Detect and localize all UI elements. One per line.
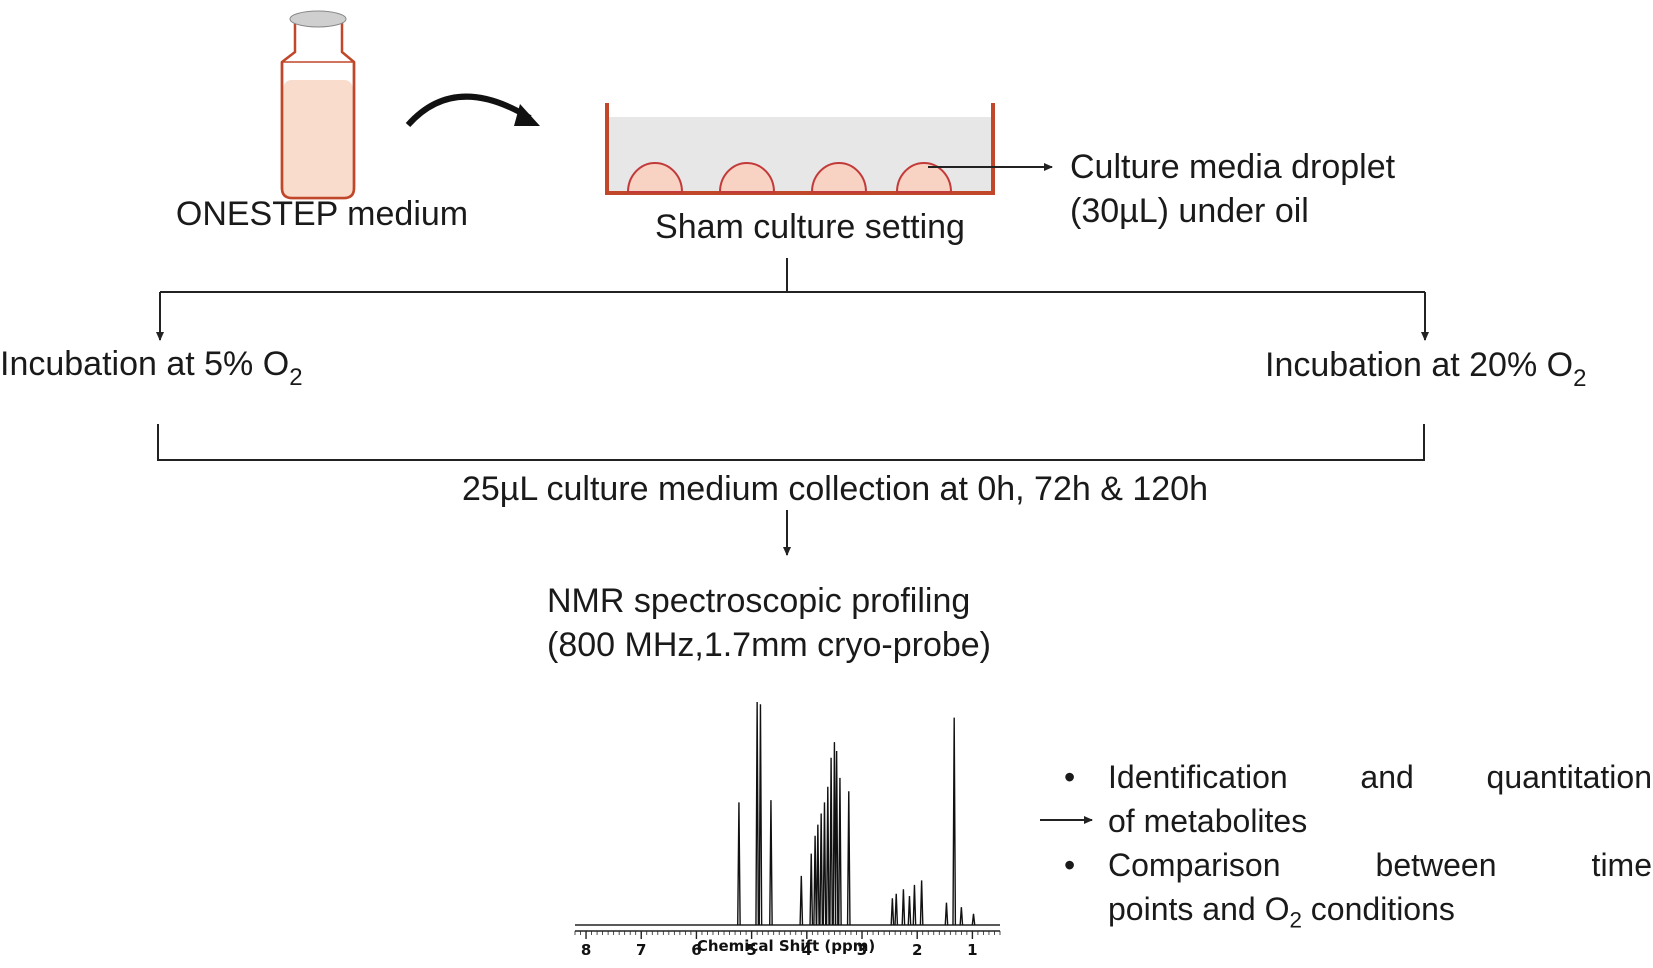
spectrum-xlabel: Chemical Shift (ppm) [697, 937, 875, 955]
spectrum-tick-label: 8 [581, 941, 591, 959]
spectrum-peak [907, 895, 912, 926]
spectrum-peak [834, 751, 839, 926]
incubation-20-label: Incubation at 20% O2 [1265, 346, 1586, 392]
spectrum-tick-label: 1 [967, 941, 977, 959]
spectrum-peak [769, 800, 773, 926]
spectrum-tick-label: 4 [802, 941, 812, 959]
merge-bracket [157, 424, 1425, 461]
nmr-label-line2: (800 MHz,1.7mm cryo-probe) [547, 626, 991, 664]
outcome-list: • Identification and quantitation of met… [1064, 755, 1652, 942]
spectrum-peak [829, 757, 834, 926]
nmr-spectrum: 8 7 6 5 4 3 2 1 Chemical Shift (ppm) [574, 701, 1001, 959]
spectrum-peak [815, 824, 820, 926]
spectrum-peak [912, 884, 917, 926]
spectrum-tick-label: 5 [746, 941, 756, 959]
outcome-item: • Comparison between time points and O2 … [1064, 843, 1652, 942]
spectrum-peak [758, 704, 763, 926]
spectrum-peak [809, 853, 814, 926]
spectrum-peak [813, 835, 817, 926]
spectrum-peak [819, 813, 824, 926]
spectrum-tick-label: 6 [691, 941, 701, 959]
bullet-icon: • [1064, 759, 1076, 795]
sham-label: Sham culture setting [655, 208, 965, 246]
spectrum-peak [822, 802, 827, 926]
spectrum-peak [952, 717, 957, 926]
spectrum-peak [799, 875, 804, 926]
spectrum-peak [846, 791, 851, 926]
spectrum-peak [894, 893, 899, 926]
spectrum-peak [838, 777, 842, 926]
droplet-label-line2: (30µL) under oil [1070, 192, 1309, 230]
spectrum-peak [825, 786, 830, 926]
nmr-label-line1: NMR spectroscopic profiling [547, 582, 970, 620]
outcome-item2-line1: Comparison between time [1108, 847, 1652, 883]
outcome-item1-line2: of metabolites [1108, 803, 1308, 839]
droplet-label-line1: Culture media droplet [1070, 148, 1396, 186]
spectrum-peak [971, 913, 976, 926]
spectrum-peak [737, 802, 741, 926]
spectrum-peak [959, 907, 964, 926]
bullet-icon: • [1064, 847, 1076, 883]
outcome-item1-line1: Identification and quantitation [1108, 759, 1652, 795]
spectrum-peak [901, 889, 906, 926]
medium-label: ONESTEP medium [176, 195, 468, 233]
spectrum-tick-label: 3 [857, 941, 867, 959]
medium-bottle-icon [280, 10, 356, 200]
curved-arrow-icon [405, 93, 540, 127]
incubation-5-label: Incubation at 5% O2 [0, 345, 303, 391]
culture-dish-icon [605, 103, 995, 195]
collection-label: 25µL culture medium collection at 0h, 72… [462, 470, 1208, 508]
outcome-item: • Identification and quantitation of met… [1064, 755, 1652, 843]
spectrum-peak [890, 898, 895, 926]
spectrum-tick-label: 2 [912, 941, 922, 959]
spectrum-peak [944, 902, 949, 926]
spectrum-peak [755, 701, 760, 926]
outcome-item2-line2: points and O2 conditions [1108, 891, 1455, 933]
spectrum-tick-label: 7 [636, 941, 646, 959]
spectrum-peak [919, 880, 924, 926]
split-connector [156, 258, 1429, 341]
